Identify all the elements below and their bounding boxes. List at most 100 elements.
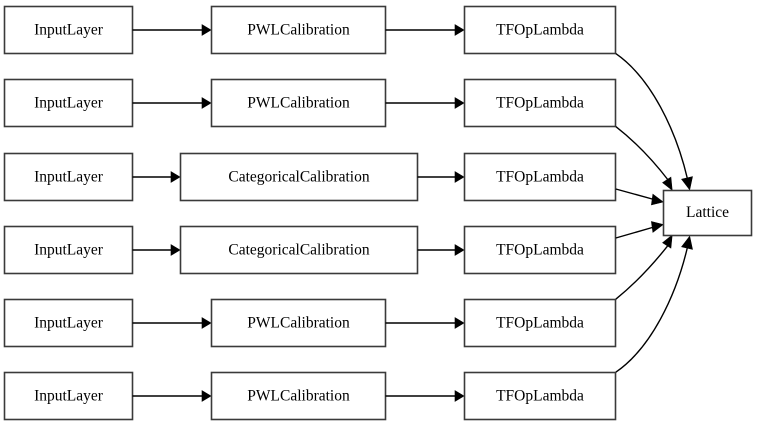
arrowhead-icon (454, 244, 465, 256)
node-label-lattice: Lattice (686, 204, 729, 221)
edge-lambda-5-to-lattice (615, 234, 673, 300)
arrowhead-icon (454, 97, 465, 109)
edge-input-4-to-calibration-4 (132, 244, 181, 256)
edge-line (615, 188, 655, 201)
arrowhead-icon (170, 171, 181, 183)
node-box-calibration-4[interactable] (179, 225, 419, 275)
node-box-lambda-3[interactable] (463, 152, 617, 202)
graph-row-3: InputLayer CategoricalCalibration TFOpLa… (3, 152, 664, 206)
node-box-input-4[interactable] (3, 225, 134, 275)
arrowhead-icon (662, 176, 673, 191)
node-calibration-6[interactable]: PWLCalibration (210, 371, 387, 421)
node-input-layer-2[interactable]: InputLayer (3, 78, 134, 128)
node-calibration-4[interactable]: CategoricalCalibration (179, 225, 419, 275)
node-input-layer-1[interactable]: InputLayer (3, 5, 134, 55)
edge-calibration-3-to-lambda-3 (417, 171, 465, 183)
node-calibration-5[interactable]: PWLCalibration (210, 298, 387, 348)
arrowhead-icon (170, 244, 181, 256)
node-lambda-5[interactable]: TFOpLambda (463, 298, 617, 348)
edge-calibration-2-to-lambda-2 (385, 97, 465, 109)
node-label-calibration-6: PWLCalibration (247, 388, 350, 405)
node-input-layer-4[interactable]: InputLayer (3, 225, 134, 275)
edge-lambda-2-to-lattice (615, 126, 673, 191)
arrowhead-icon (201, 97, 212, 109)
edge-calibration-5-to-lambda-5 (385, 317, 465, 329)
edge-lambda-3-to-lattice (615, 188, 664, 206)
node-box-calibration-2[interactable] (210, 78, 387, 128)
arrowhead-icon (454, 171, 465, 183)
node-label-lambda-3: TFOpLambda (496, 169, 584, 186)
edge-input-6-to-calibration-6 (132, 390, 212, 402)
node-label-input-2: InputLayer (34, 95, 104, 112)
edge-line (615, 126, 670, 181)
arrowhead-icon (651, 221, 664, 233)
node-calibration-2[interactable]: PWLCalibration (210, 78, 387, 128)
node-label-lambda-4: TFOpLambda (496, 242, 584, 259)
arrowhead-icon (454, 24, 465, 36)
graph-row-6: InputLayer PWLCalibration TFOpLambda (3, 235, 693, 421)
node-label-lambda-1: TFOpLambda (496, 22, 584, 39)
node-label-input-4: InputLayer (34, 242, 104, 259)
node-lambda-1[interactable]: TFOpLambda (463, 5, 617, 55)
node-label-input-1: InputLayer (34, 22, 104, 39)
node-lattice-output[interactable]: Lattice (662, 189, 753, 237)
node-lambda-3[interactable]: TFOpLambda (463, 152, 617, 202)
edge-line (615, 246, 689, 373)
node-box-input-1[interactable] (3, 5, 134, 55)
node-label-input-3: InputLayer (34, 169, 104, 186)
node-input-layer-3[interactable]: InputLayer (3, 152, 134, 202)
arrowhead-icon (651, 193, 664, 206)
node-label-calibration-1: PWLCalibration (247, 22, 350, 39)
node-box-lattice[interactable] (662, 189, 753, 237)
arrowhead-icon (681, 176, 693, 191)
arrowhead-icon (454, 390, 465, 402)
arrowhead-icon (201, 317, 212, 329)
graph-row-5: InputLayer PWLCalibration TFOpLambda (3, 234, 673, 348)
node-input-layer-6[interactable]: InputLayer (3, 371, 134, 421)
graph-row-4: InputLayer CategoricalCalibration TFOpLa… (3, 221, 664, 275)
arrowhead-icon (681, 235, 693, 250)
graph-row-2: InputLayer PWLCalibration TFOpLambda (3, 78, 673, 191)
node-box-lambda-5[interactable] (463, 298, 617, 348)
edge-calibration-1-to-lambda-1 (385, 24, 465, 36)
edge-line (615, 244, 670, 300)
edge-lambda-1-to-lattice (615, 53, 693, 191)
node-label-lambda-6: TFOpLambda (496, 388, 584, 405)
node-box-calibration-5[interactable] (210, 298, 387, 348)
node-label-lambda-5: TFOpLambda (496, 315, 584, 332)
edge-input-2-to-calibration-2 (132, 97, 212, 109)
graph-row-1: InputLayer PWLCalibration TFOpLambda (3, 5, 693, 191)
node-lambda-6[interactable]: TFOpLambda (463, 371, 617, 421)
node-box-lambda-2[interactable] (463, 78, 617, 128)
node-lambda-2[interactable]: TFOpLambda (463, 78, 617, 128)
node-label-calibration-2: PWLCalibration (247, 95, 350, 112)
edge-lambda-4-to-lattice (615, 221, 664, 239)
arrowhead-icon (454, 317, 465, 329)
node-box-calibration-6[interactable] (210, 371, 387, 421)
node-box-lambda-6[interactable] (463, 371, 617, 421)
node-label-calibration-4: CategoricalCalibration (228, 242, 369, 259)
node-box-lambda-4[interactable] (463, 225, 617, 275)
node-lambda-4[interactable]: TFOpLambda (463, 225, 617, 275)
edge-input-5-to-calibration-5 (132, 317, 212, 329)
node-label-calibration-5: PWLCalibration (247, 315, 350, 332)
node-label-calibration-3: CategoricalCalibration (228, 169, 369, 186)
arrowhead-icon (201, 390, 212, 402)
node-box-input-2[interactable] (3, 78, 134, 128)
edge-calibration-6-to-lambda-6 (385, 390, 465, 402)
node-input-layer-5[interactable]: InputLayer (3, 298, 134, 348)
node-box-input-6[interactable] (3, 371, 134, 421)
node-box-input-5[interactable] (3, 298, 134, 348)
node-box-input-3[interactable] (3, 152, 134, 202)
edge-input-3-to-calibration-3 (132, 171, 181, 183)
node-calibration-1[interactable]: PWLCalibration (210, 5, 387, 55)
node-box-lambda-1[interactable] (463, 5, 617, 55)
node-calibration-3[interactable]: CategoricalCalibration (179, 152, 419, 202)
edge-input-1-to-calibration-1 (132, 24, 212, 36)
edge-line (615, 226, 655, 239)
node-label-lambda-2: TFOpLambda (496, 95, 584, 112)
node-label-input-6: InputLayer (34, 388, 104, 405)
arrowhead-icon (662, 234, 673, 249)
